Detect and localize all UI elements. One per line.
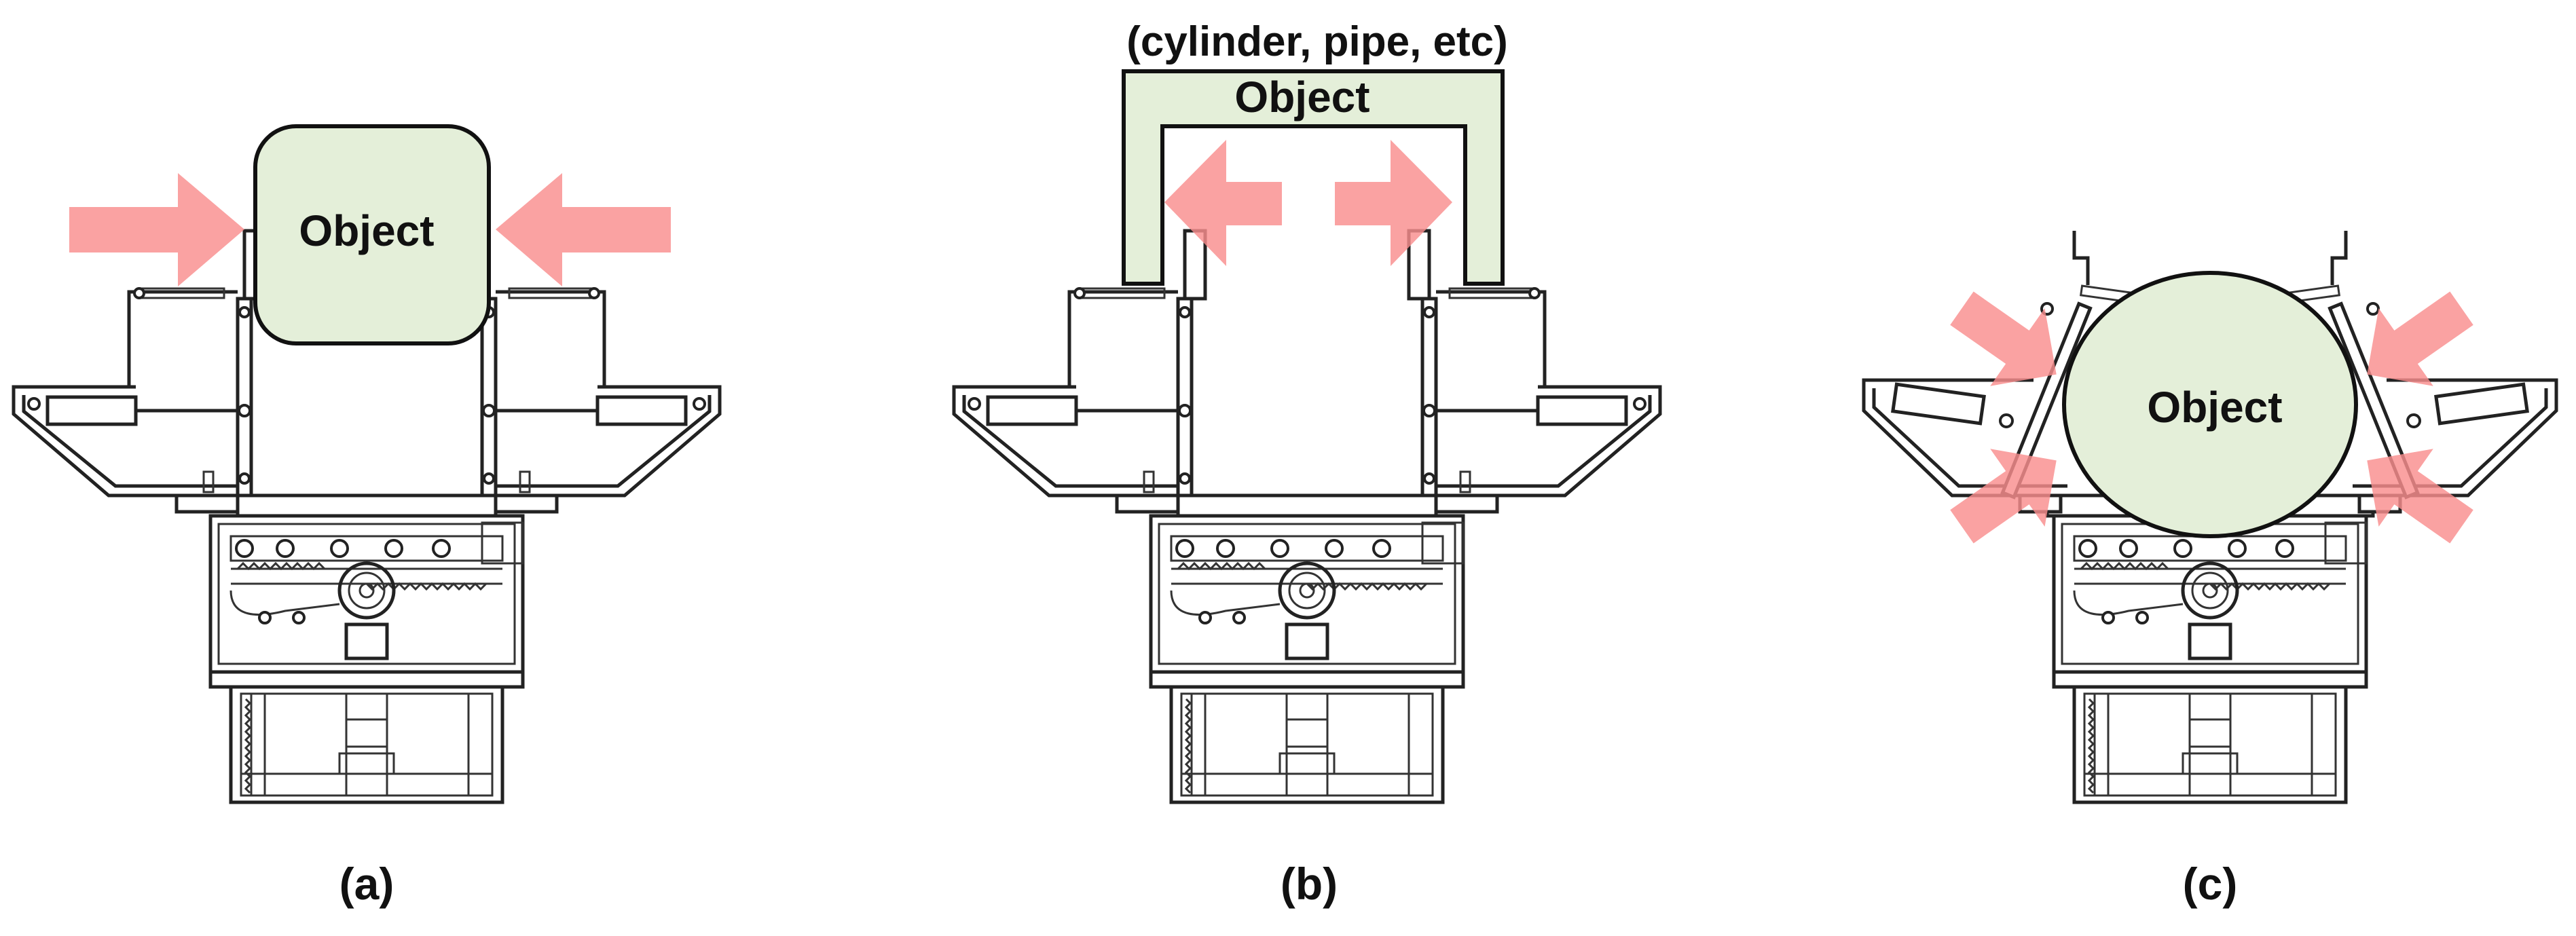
caption-a: (a) (339, 859, 394, 909)
object-label-a: Object (299, 206, 434, 255)
object-label-c: Object (2147, 383, 2282, 432)
object-pipe-b (1122, 69, 1505, 286)
caption-c: (c) (2183, 859, 2238, 909)
object-box-a (253, 124, 491, 345)
caption-b: (b) (1281, 859, 1338, 909)
panel-c: Object (c) (1862, 231, 2558, 909)
object-circle-c (2062, 271, 2358, 538)
force-arrow-icon (69, 173, 244, 286)
force-arrow-icon (2367, 449, 2473, 544)
force-arrow-icon (1164, 140, 1282, 266)
object-note-b: (cylinder, pipe, etc) (1126, 18, 1508, 65)
force-arrow-icon (1335, 140, 1452, 266)
gripper-mechanism-b (954, 231, 1660, 802)
force-arrow-icon (2367, 291, 2473, 386)
panel-b: (cylinder, pipe, etc) Object (b) (954, 18, 1660, 909)
force-arrow-icon (496, 173, 671, 286)
object-label-b: Object (1234, 73, 1369, 121)
force-arrow-icon (1950, 449, 2057, 544)
force-arrow-icon (1950, 291, 2057, 386)
panel-a: Object (a) (14, 124, 720, 909)
